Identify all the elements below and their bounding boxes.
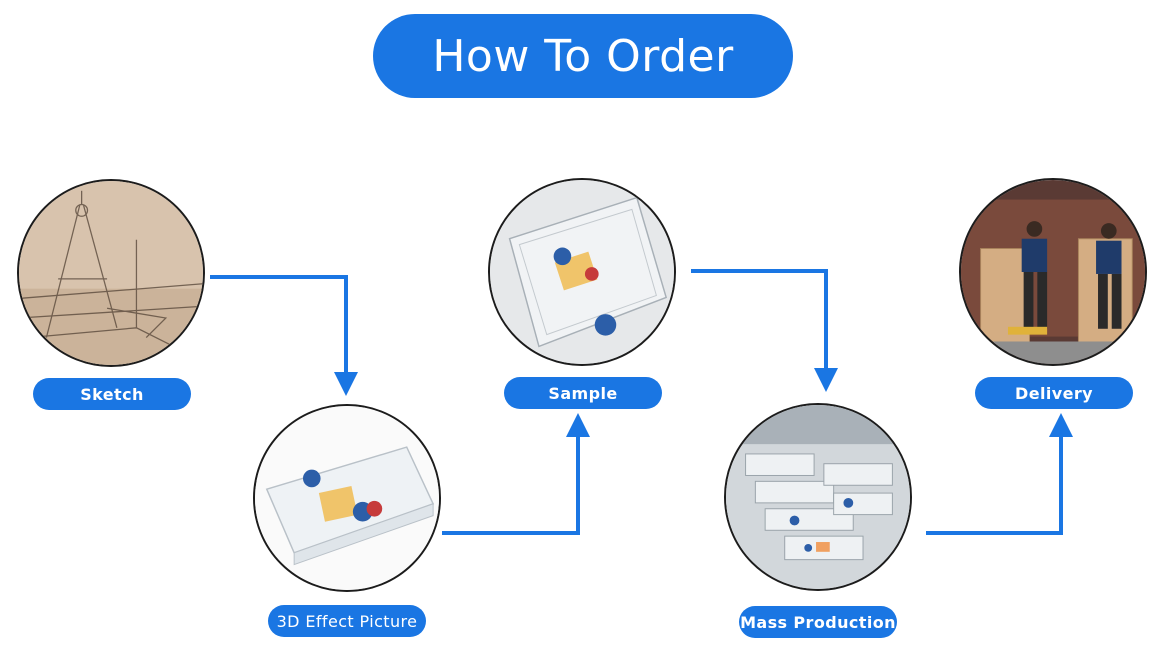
arrow-3d-to-sample-icon	[442, 413, 590, 535]
mass-production-image	[724, 403, 912, 591]
compass-sketch-icon	[19, 181, 203, 365]
delivery-image	[959, 178, 1147, 366]
factory-stacked-trays-icon	[726, 405, 910, 589]
warehouse-loading-icon	[961, 180, 1145, 364]
step-label-mass-production: Mass Production	[739, 606, 897, 638]
step-label-delivery: Delivery	[975, 377, 1133, 409]
sample-image	[488, 178, 676, 366]
sketch-image	[17, 179, 205, 367]
3d-effect-image	[253, 404, 441, 592]
arrow-sample-to-mass-icon	[691, 269, 838, 392]
page-title: How To Order	[373, 14, 793, 98]
arrow-sketch-to-3d-icon	[210, 275, 358, 396]
arrow-mass-to-delivery-icon	[926, 413, 1073, 535]
step-label-sample: Sample	[504, 377, 662, 409]
step-label-3d-effect-picture: 3D Effect Picture	[268, 605, 426, 637]
step-label-sketch: Sketch	[33, 378, 191, 410]
acrylic-tray-render-icon	[255, 406, 439, 590]
acrylic-tray-photo-icon	[490, 180, 674, 364]
